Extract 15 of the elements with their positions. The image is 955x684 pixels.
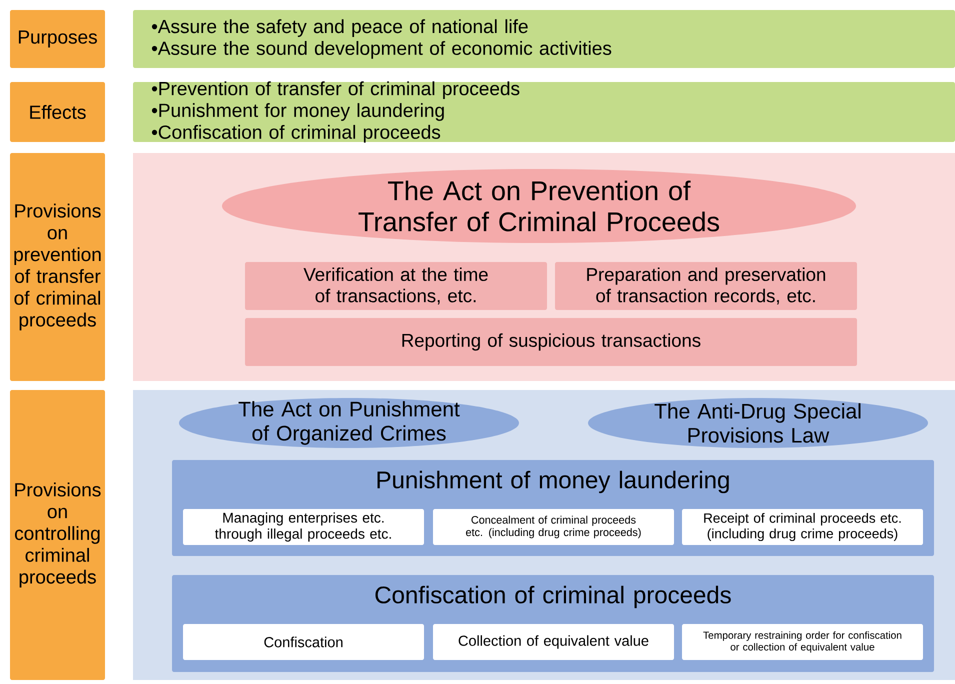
item-box: Temporary restraining order for confiscation or collection of equivalent value: [682, 624, 923, 660]
category-label: Provisions on prevention of transfer of criminal proceeds: [10, 153, 105, 381]
text-band: •Assure the safety and peace of national life •Assure the sound development of economic activities: [133, 10, 955, 68]
provision-box: Reporting of suspicious transactions: [245, 318, 857, 366]
item-box: Receipt of criminal proceeds etc. (including drug crime proceeds): [682, 509, 923, 545]
category-label: Provisions on controlling criminal proceeds: [10, 390, 105, 680]
item-box: Collection of equivalent value: [433, 624, 674, 660]
category-label: Purposes: [10, 10, 105, 68]
category-label: Effects: [10, 82, 105, 142]
provision-box: Preparation and preservation of transaction records, etc.: [555, 262, 857, 310]
text-band: •Prevention of transfer of criminal proceeds •Punishment for money laundering •Confiscation of criminal proceeds: [133, 81, 955, 143]
item-box: Confiscation: [183, 624, 424, 660]
item-box: Managing enterprises etc. through illegal proceeds etc.: [183, 509, 424, 545]
item-box: Concealment of criminal proceeds etc. (including drug crime proceeds): [433, 509, 674, 545]
provision-box: Verification at the time of transactions, etc.: [245, 262, 547, 310]
